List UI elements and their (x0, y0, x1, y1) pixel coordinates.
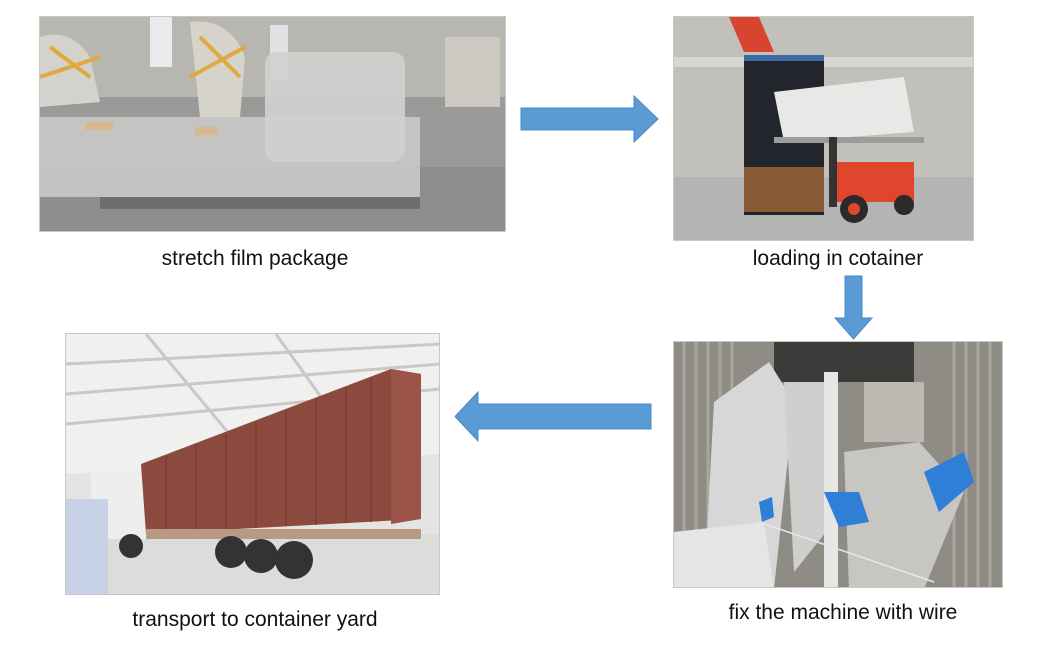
photo-loading-in-container (673, 16, 974, 241)
caption-transport-to-container-yard: transport to container yard (132, 608, 378, 631)
photo-stretch-film-package (39, 16, 506, 232)
photo-transport-to-container-yard (65, 333, 440, 595)
caption-loading-in-container: loading in cotainer (752, 247, 924, 270)
arrow-down-icon (834, 275, 874, 341)
caption-stretch-film-package: stretch film package (161, 247, 349, 270)
photo-fix-machine-with-wire (673, 341, 1003, 588)
caption-fix-machine-with-wire: fix the machine with wire (728, 601, 958, 624)
arrow-right-icon (520, 95, 660, 145)
arrow-left-icon (454, 391, 654, 443)
